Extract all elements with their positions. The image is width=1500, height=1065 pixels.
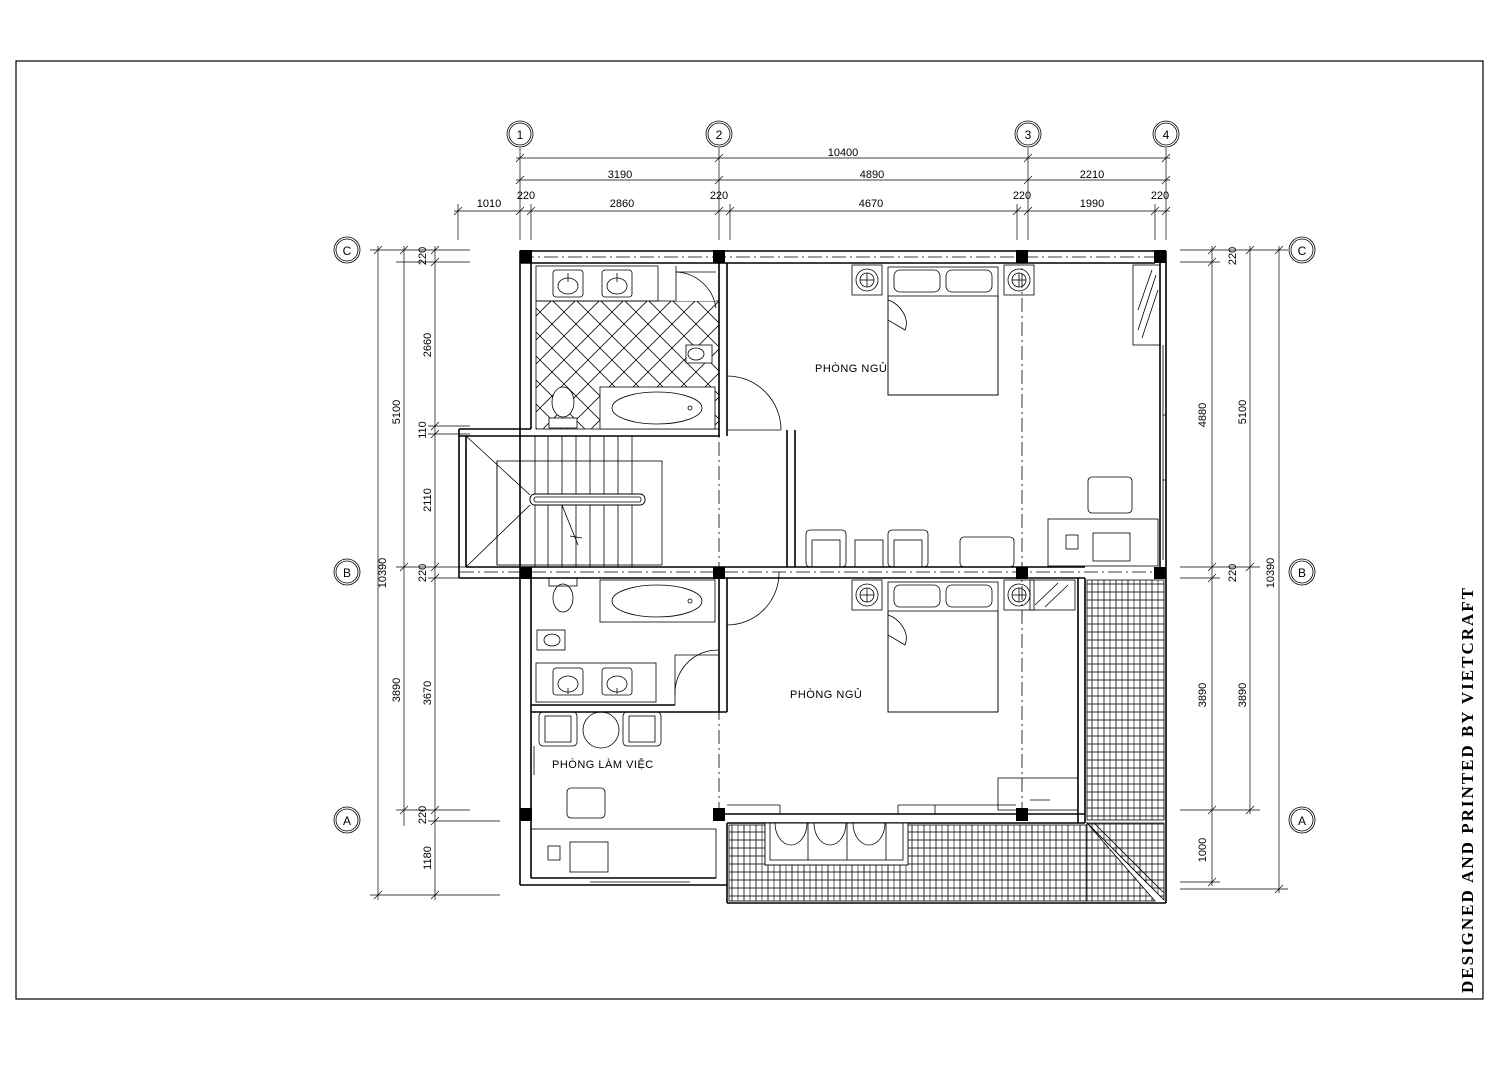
roof-tiles (728, 579, 1165, 902)
svg-text:3670: 3670 (422, 681, 434, 705)
svg-text:110: 110 (417, 421, 429, 439)
svg-text:10390: 10390 (1265, 558, 1277, 589)
urinal-icon (685, 344, 713, 364)
svg-text:220: 220 (1227, 247, 1239, 265)
grid-bubble-left-a: A (333, 806, 361, 834)
lamp-icon (1003, 579, 1035, 611)
balcony-planter-icon (764, 822, 909, 866)
svg-text:4890: 4890 (860, 169, 884, 181)
corridor-doors (726, 375, 782, 626)
credit-text: DESIGNED AND PRINTED BY VIETCRAFT (1458, 586, 1477, 993)
svg-text:B: B (343, 566, 351, 580)
room-label-bedroom-top: PHÒNG NGỦ (815, 362, 887, 375)
svg-text:3890: 3890 (391, 678, 403, 702)
study-room: PHÒNG LÀM VIỆC (530, 711, 717, 883)
lamp-icon (851, 579, 883, 611)
bathtub-icon (599, 386, 716, 430)
grid-bubble-right-a: A (1288, 806, 1316, 834)
grid-bubble-4: 4 (1152, 120, 1180, 148)
bathtub-icon (599, 579, 716, 623)
left-dimensions: 10390 5100 3890 220 2660 110 2110 220 36… (370, 245, 500, 900)
room-label-study: PHÒNG LÀM VIỆC (552, 758, 654, 771)
svg-text:1180: 1180 (422, 846, 434, 870)
svg-text:4670: 4670 (859, 198, 883, 210)
svg-text:2660: 2660 (422, 333, 434, 357)
svg-text:220: 220 (1013, 190, 1031, 202)
svg-text:C: C (343, 244, 352, 258)
grid-bubble-left-c: C (333, 236, 361, 264)
svg-text:220: 220 (417, 247, 429, 265)
svg-text:5100: 5100 (391, 400, 403, 424)
svg-text:220: 220 (1151, 190, 1169, 202)
room-label-bedroom-bottom: PHÒNG NGỦ (790, 688, 862, 701)
staircase (465, 435, 663, 568)
wardrobe-icon (1132, 264, 1161, 346)
top-dimensions: 10400 3190 4890 2210 1010 220 2860 220 4… (453, 147, 1171, 240)
lamp-icon (1003, 264, 1035, 296)
washbasin-icon (601, 269, 633, 298)
svg-text:C: C (1298, 244, 1307, 258)
svg-text:1990: 1990 (1080, 198, 1104, 210)
sheet-border (15, 60, 1484, 1000)
bedroom-top: PHÒNG NGỦ (805, 264, 1166, 568)
grid-bubble-left-b: B (333, 558, 361, 586)
svg-text:2210: 2210 (1080, 169, 1104, 181)
svg-text:2860: 2860 (610, 198, 634, 210)
svg-text:3: 3 (1025, 128, 1032, 142)
svg-text:220: 220 (517, 190, 535, 202)
table-set-icon (538, 711, 662, 749)
svg-text:2110: 2110 (422, 488, 434, 512)
dresser-icon (997, 777, 1079, 811)
svg-text:3890: 3890 (1237, 683, 1249, 707)
svg-text:4880: 4880 (1197, 403, 1209, 427)
svg-text:5100: 5100 (1237, 400, 1249, 424)
bedroom-bottom: PHÒNG NGỦ (727, 579, 1079, 814)
svg-text:A: A (343, 814, 351, 828)
grid-bubble-3: 3 (1014, 120, 1042, 148)
svg-text:10400: 10400 (828, 147, 859, 159)
desk-icon (1047, 476, 1159, 567)
svg-text:3890: 3890 (1197, 683, 1209, 707)
bed-icon (887, 266, 999, 396)
structural-columns (520, 250, 1166, 821)
toilet-icon (548, 577, 578, 613)
svg-text:1: 1 (517, 128, 524, 142)
right-dimensions: 220 4880 220 3890 1000 5100 3890 10390 (1180, 245, 1288, 894)
svg-text:10390: 10390 (377, 558, 389, 589)
toilet-icon (548, 386, 578, 429)
bathroom-top (535, 265, 720, 430)
washbasin-icon (552, 269, 584, 298)
svg-text:A: A (1298, 814, 1306, 828)
svg-text:220: 220 (1227, 564, 1239, 582)
svg-text:220: 220 (417, 564, 429, 582)
chair-icon (566, 787, 606, 819)
svg-text:220: 220 (417, 806, 429, 824)
door-swing-icon (675, 266, 717, 309)
sofa-icon (805, 529, 1015, 568)
bed-icon (887, 581, 999, 713)
wardrobe-icon (1029, 579, 1076, 611)
grid-bubble-1: 1 (506, 120, 534, 148)
desk-icon (530, 828, 717, 879)
svg-text:4: 4 (1163, 128, 1170, 142)
washbasin-icon (552, 667, 584, 696)
grid-bubble-right-b: B (1288, 558, 1316, 586)
svg-text:1010: 1010 (477, 198, 501, 210)
grid-bubble-right-c: C (1288, 236, 1316, 264)
grid-bubble-2: 2 (705, 120, 733, 148)
svg-text:220: 220 (710, 190, 728, 202)
svg-text:3190: 3190 (608, 169, 632, 181)
svg-text:B: B (1298, 566, 1306, 580)
svg-text:1000: 1000 (1197, 838, 1209, 862)
svg-text:2: 2 (716, 128, 723, 142)
urinal-icon (536, 629, 566, 651)
washbasin-icon (601, 667, 633, 696)
bathroom-bottom (535, 577, 719, 705)
lamp-icon (851, 264, 883, 296)
door-swing-icon (674, 649, 719, 705)
